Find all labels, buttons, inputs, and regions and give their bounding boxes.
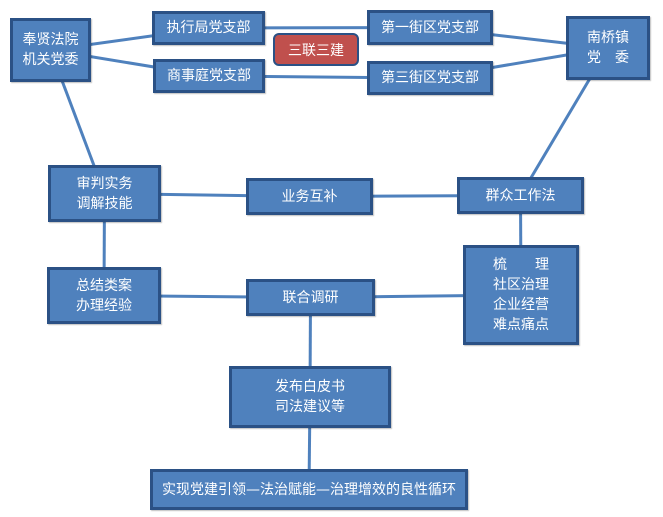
node-text-line: 业务互补: [281, 188, 338, 205]
node-text-line: 司法建议等: [275, 399, 345, 415]
node-text-line: 第一街区党支部: [381, 19, 479, 36]
node-text-line: 机关党委: [22, 52, 79, 68]
node-text-line: 商事庭党支部: [167, 68, 251, 84]
node-text-line: 梳 理: [493, 257, 549, 273]
node-text-line: 总结类案: [76, 277, 132, 294]
node-text-line: 发布白皮书: [275, 379, 345, 395]
node-text-line: 调解技能: [76, 195, 133, 212]
node-fengxian-court: 奉贤法院机关党委: [10, 18, 91, 82]
node-sort-out: 梳 理社区治理企业经营难点痛点: [463, 245, 579, 345]
node-text-line: 实现党建引领—法治赋能—治理增效的良性循环: [162, 481, 456, 498]
node-text-line: 南桥镇: [587, 30, 629, 46]
node-text-line: 办理经验: [76, 297, 132, 314]
node-business-complement: 业务互补: [246, 178, 373, 215]
node-nanqiao-committee: 南桥镇党 委: [566, 16, 650, 80]
node-goal: 实现党建引领—法治赋能—治理增效的良性循环: [150, 469, 468, 510]
three-links-three-builds-badge: 三联三建: [273, 33, 359, 66]
node-white-paper: 发布白皮书司法建议等: [229, 366, 391, 428]
node-text-line: 企业经营: [493, 297, 549, 313]
node-text-line: 难点痛点: [493, 317, 549, 333]
node-summarize-cases: 总结类案办理经验: [47, 267, 161, 324]
node-text-line: 审判实务: [76, 175, 133, 192]
node-text-line: 群众工作法: [485, 187, 556, 204]
node-trial-practice: 审判实务调解技能: [48, 165, 161, 222]
node-joint-research: 联合调研: [246, 279, 375, 316]
node-commercial-branch: 商事庭党支部: [153, 59, 265, 93]
node-text-line: 社区治理: [493, 277, 549, 293]
node-text-line: 第三街区党支部: [381, 70, 479, 86]
badge-label: 三联三建: [288, 42, 344, 59]
node-text-line: 执行局党支部: [166, 20, 251, 36]
node-mass-work-method: 群众工作法: [457, 177, 584, 214]
node-third-street-branch: 第三街区党支部: [367, 61, 493, 95]
node-first-street-branch: 第一街区党支部: [367, 10, 493, 45]
node-text-line: 联合调研: [282, 289, 339, 306]
node-text-line: 党 委: [587, 50, 629, 66]
node-execution-branch: 执行局党支部: [152, 11, 265, 45]
node-text-line: 奉贤法院: [22, 32, 79, 48]
